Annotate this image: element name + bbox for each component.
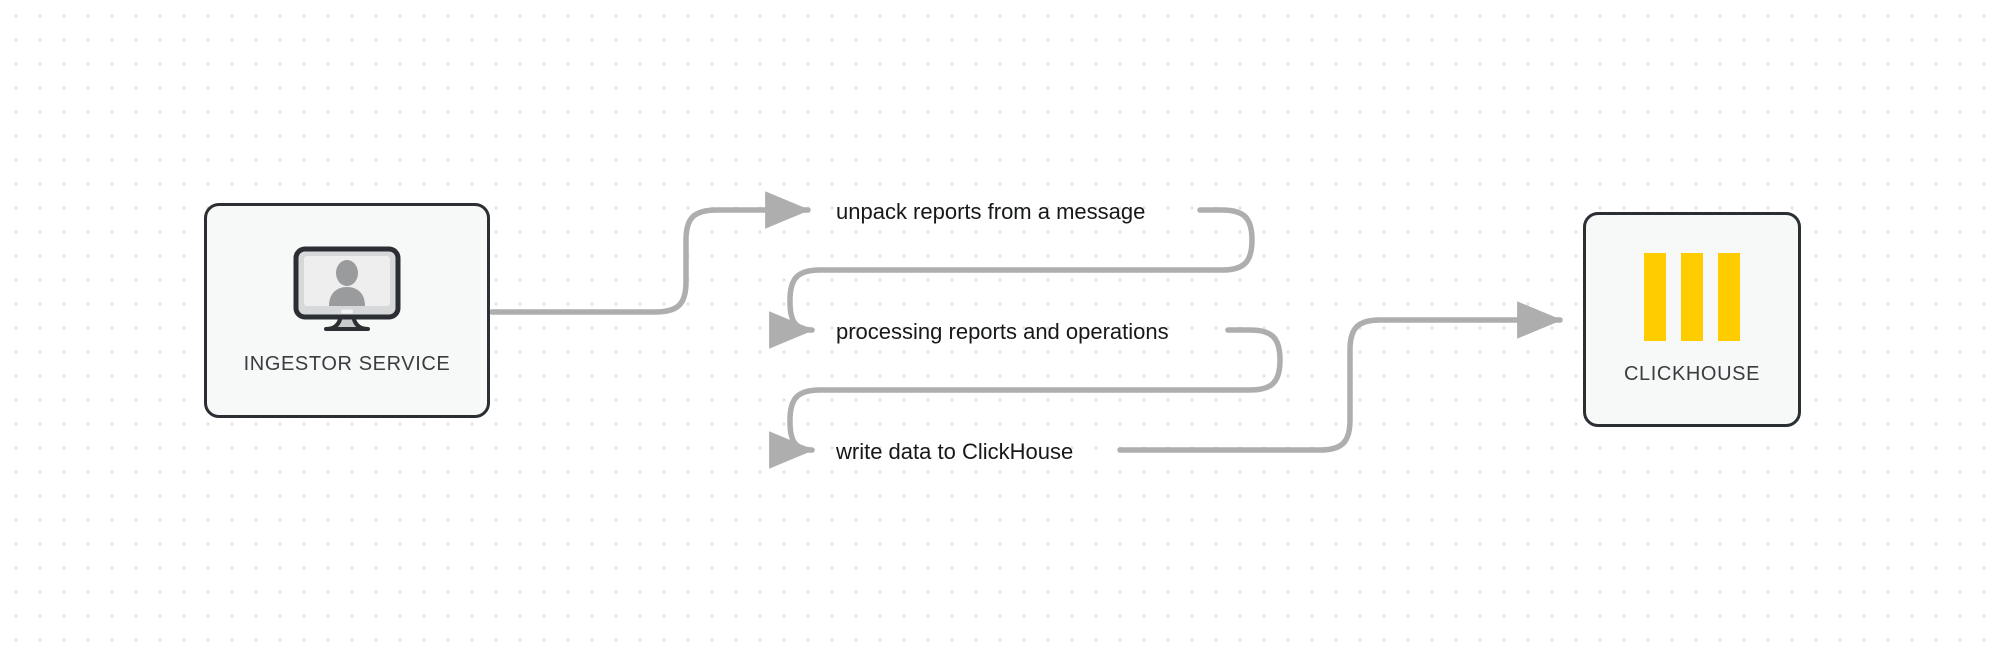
node-clickhouse-label: CLICKHOUSE xyxy=(1623,363,1761,385)
monitor-user-icon xyxy=(288,245,406,337)
clickhouse-bar-2 xyxy=(1681,253,1703,341)
edge-path-processing-to-write xyxy=(769,327,1283,469)
edge-label-processing-reports: processing reports and operations xyxy=(836,319,1169,344)
edge-path-ingestor-to-unpack xyxy=(489,191,811,315)
edge-label-write-data: write data to ClickHouse xyxy=(836,439,1074,464)
node-ingestor-service[interactable]: INGESTOR SERVICE xyxy=(204,203,490,418)
clickhouse-bar-3 xyxy=(1718,253,1740,341)
edge-path-write-to-clickhouse xyxy=(1117,301,1563,453)
edge-label-unpack-reports: unpack reports from a message xyxy=(836,199,1146,224)
edge-path-unpack-to-processing xyxy=(769,207,1255,349)
clickhouse-logo-icon xyxy=(1644,253,1740,341)
node-ingestor-service-label: INGESTOR SERVICE xyxy=(243,353,451,375)
node-clickhouse[interactable]: CLICKHOUSE xyxy=(1583,212,1801,427)
clickhouse-bar-1 xyxy=(1644,253,1666,341)
